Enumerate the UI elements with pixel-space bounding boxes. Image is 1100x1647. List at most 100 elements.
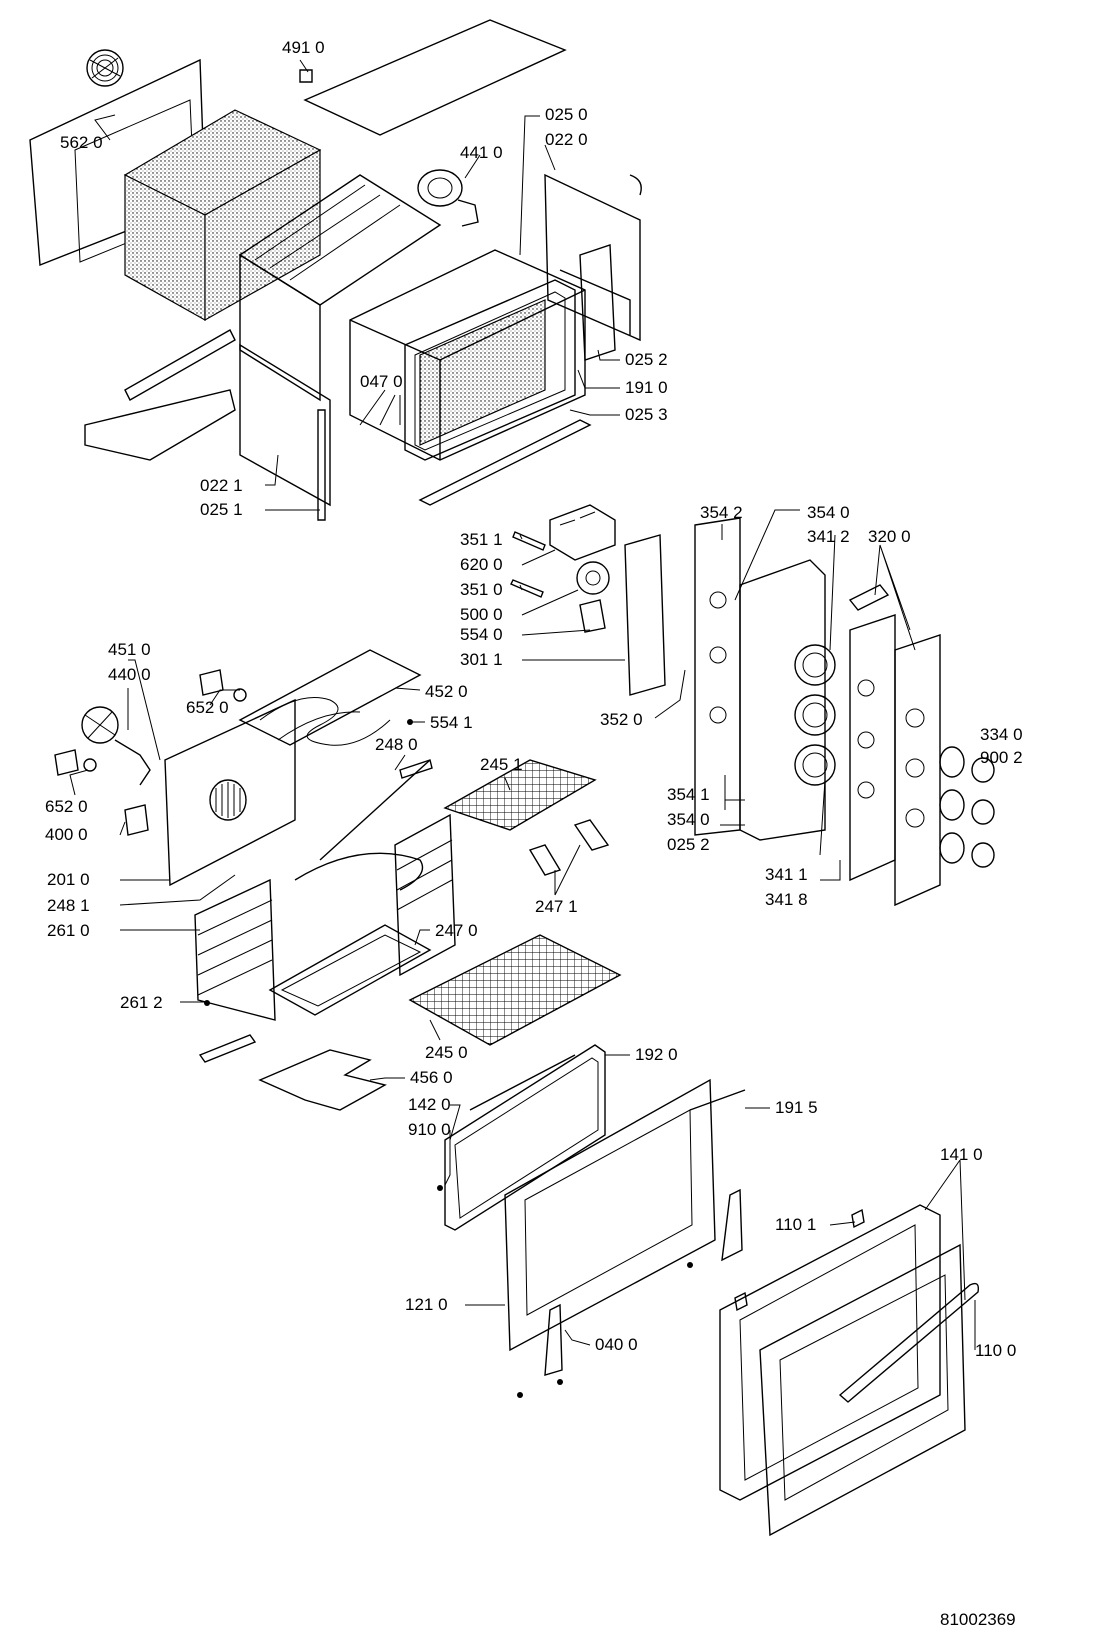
part-label: 022 1 (200, 476, 243, 495)
drawing-number: 81002369 (940, 1610, 1016, 1629)
part-label: 652 0 (186, 698, 229, 717)
part-label: 192 0 (635, 1045, 678, 1064)
top-heating-element (238, 649, 422, 746)
part-label: 341 1 (765, 865, 808, 884)
part-label: 261 0 (47, 921, 90, 940)
fascia-frame (739, 559, 826, 841)
thermostat (124, 804, 149, 836)
part-label: 400 0 (45, 825, 88, 844)
circular-heating-element (294, 852, 424, 891)
rear-inner-panel (164, 698, 296, 887)
part-label: 110 1 (775, 1215, 816, 1234)
part-label: 025 3 (625, 405, 668, 424)
part-label: 248 1 (47, 896, 90, 915)
part-label: 025 2 (625, 350, 668, 369)
door-handle (838, 1282, 980, 1403)
part-label: 025 1 (200, 500, 243, 519)
part-label: 261 2 (120, 993, 163, 1012)
part-label: 900 2 (980, 748, 1023, 767)
part-label: 141 0 (940, 1145, 983, 1164)
part-label: 245 1 (480, 755, 523, 774)
part-label: 247 1 (535, 897, 578, 916)
part-label: 248 0 (375, 735, 418, 754)
part-label: 341 8 (765, 890, 808, 909)
part-label: 022 0 (545, 130, 588, 149)
control-assembly (510, 504, 995, 907)
panel-bracket (848, 584, 890, 611)
part-label: 354 1 (667, 785, 710, 804)
part-label: 351 0 (460, 580, 503, 599)
part-label: 554 0 (460, 625, 503, 644)
probe-1 (512, 531, 546, 551)
top-housing-assembly (29, 19, 642, 521)
part-label: 142 0 (408, 1095, 451, 1114)
lamp-holder-1 (54, 749, 79, 776)
part-label: 040 0 (595, 1335, 638, 1354)
probe-2 (510, 579, 544, 598)
part-label: 440 0 (108, 665, 151, 684)
spit-handle-1 (528, 844, 562, 876)
oven-cavity (349, 249, 586, 461)
door-assembly (437, 1044, 980, 1537)
part-label: 652 0 (45, 797, 88, 816)
part-label: 201 0 (47, 870, 90, 889)
wire-rack-large (408, 934, 622, 1046)
middle-assembly (54, 649, 622, 1111)
inner-glass (444, 1044, 606, 1231)
part-label: 491 0 (282, 38, 325, 57)
leader-lines (69, 59, 976, 1350)
knob-set (939, 746, 995, 868)
blower-motor (417, 169, 479, 227)
bottom-panel (84, 389, 236, 461)
part-label: 247 0 (435, 921, 478, 940)
wire-rack-small (443, 759, 597, 831)
part-labels: 491 0 562 0 025 0 022 0 441 0 025 2 047 … (45, 38, 1023, 1629)
part-label: 351 1 (460, 530, 503, 549)
part-label: 620 0 (460, 555, 503, 574)
part-label: 110 0 (975, 1341, 1016, 1360)
part-label: 451 0 (108, 640, 151, 659)
part-label: 025 0 (545, 105, 588, 124)
part-label: 354 0 (667, 810, 710, 829)
terminal-block (549, 504, 616, 561)
part-label: 910 0 (408, 1120, 451, 1139)
bottom-heating-element (258, 1049, 387, 1111)
part-label: 191 5 (775, 1098, 818, 1117)
part-label: 320 0 (868, 527, 911, 546)
hinge-rail-right (579, 244, 616, 361)
part-label: 441 0 (460, 143, 503, 162)
fan-guard (86, 49, 124, 87)
hinge-right (721, 1188, 743, 1262)
part-label: 047 0 (360, 372, 403, 391)
control-panel-back (849, 614, 896, 882)
part-label: 245 0 (425, 1043, 468, 1062)
control-bracket (624, 534, 666, 696)
inner-door-frame (504, 1078, 716, 1352)
top-cover (303, 19, 567, 136)
part-label: 452 0 (425, 682, 468, 701)
rotisserie-spit (319, 759, 431, 861)
fan-motor (81, 706, 119, 744)
part-label: 301 1 (460, 650, 503, 669)
outer-door-panel (759, 1243, 966, 1537)
baking-tray (268, 924, 432, 1016)
part-label: 191 0 (625, 378, 668, 397)
control-panel-front (894, 634, 941, 907)
part-label: 562 0 (60, 133, 103, 152)
part-label: 456 0 (410, 1068, 453, 1087)
switch-body (579, 599, 606, 633)
part-label: 341 2 (807, 527, 850, 546)
part-label: 334 0 (980, 725, 1023, 744)
part-label: 352 0 (600, 710, 643, 729)
side-rack-left (194, 878, 276, 1021)
hinge-left (544, 1303, 563, 1376)
outer-door-glass (719, 1204, 941, 1501)
part-label: 121 0 (405, 1295, 448, 1314)
part-label: 025 2 (667, 835, 710, 854)
timer-dial (576, 561, 610, 595)
part-label: 554 1 (430, 713, 473, 732)
front-frame (404, 279, 576, 461)
part-label: 354 2 (700, 503, 743, 522)
part-label: 500 0 (460, 605, 503, 624)
